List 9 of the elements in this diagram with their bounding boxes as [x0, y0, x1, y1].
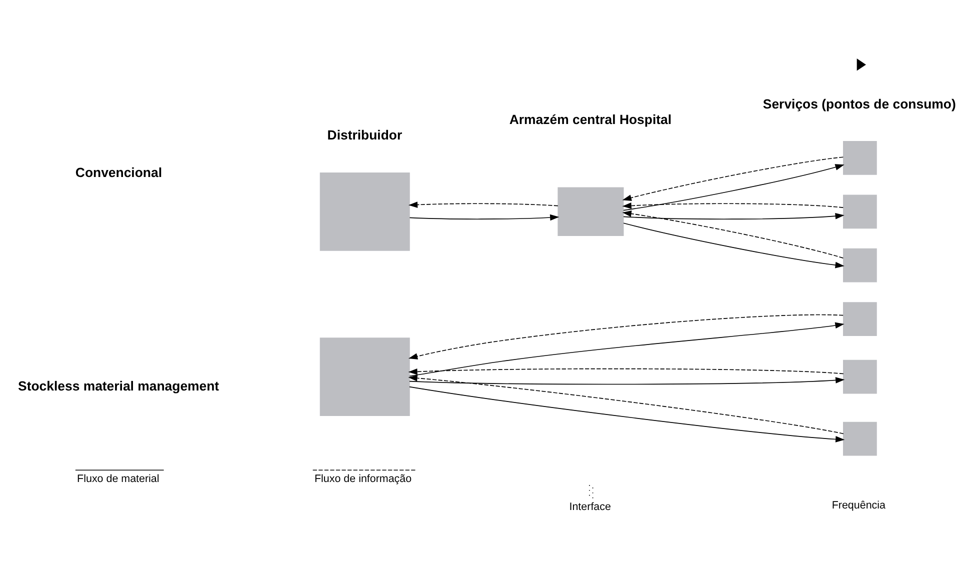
label: Stockless material management	[18, 378, 220, 394]
label: Serviços (pontos de consumo)	[762, 96, 956, 111]
legend-label: Interface	[569, 500, 611, 513]
label: Distribuidor	[327, 127, 402, 142]
label: Armazém central Hospital	[509, 111, 672, 126]
label: Convencional	[75, 164, 162, 180]
legend-label: Fluxo de informação	[314, 472, 412, 485]
legend-label: Fluxo de material	[77, 472, 160, 485]
legend-label: Frequência	[832, 498, 886, 511]
